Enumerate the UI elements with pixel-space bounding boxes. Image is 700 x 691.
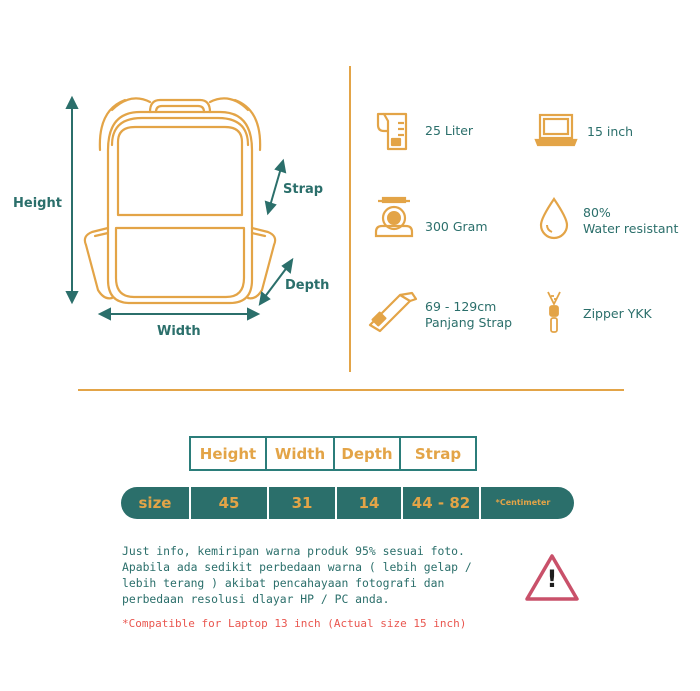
cell-separator xyxy=(479,487,481,519)
note-line: Just info, kemiripan warna produk 95% se… xyxy=(122,544,465,558)
scale-icon xyxy=(374,196,414,238)
horizontal-divider xyxy=(78,389,624,391)
vertical-divider xyxy=(349,66,351,372)
cell-separator xyxy=(401,487,403,519)
zipper-text: Zipper YKK xyxy=(583,306,652,321)
laptop-size-text: 15 inch xyxy=(587,124,634,139)
water-label: Water resistant xyxy=(583,221,679,236)
width-label: Width xyxy=(157,324,201,339)
note-line: lebih terang ) akibat pencahayaan fotogr… xyxy=(122,576,445,590)
color-disclaimer: Just info, kemiripan warna produk 95% se… xyxy=(122,543,522,607)
height-label: Height xyxy=(13,196,62,211)
capacity-text: 25 Liter xyxy=(425,123,474,138)
size-width-value: 31 xyxy=(291,494,313,512)
size-row-label: size xyxy=(138,494,172,512)
note-line: perbedaan resolusi dlayar HP / PC anda. xyxy=(122,592,390,606)
unit-note: *Centimeter xyxy=(495,498,551,507)
strap-length-text: 69 - 129cm Panjang Strap xyxy=(425,299,512,331)
strap-icon xyxy=(368,291,418,333)
warning-icon xyxy=(525,554,579,601)
zipper-icon xyxy=(547,291,561,333)
warning-mark: ! xyxy=(546,565,558,593)
backpack-illustration xyxy=(83,97,277,305)
strap-label: Strap xyxy=(283,182,324,197)
water-percent: 80% xyxy=(583,205,611,220)
size-depth-value: 14 xyxy=(358,494,380,512)
compatibility-note: *Compatible for Laptop 13 inch (Actual s… xyxy=(122,617,467,630)
cell-separator xyxy=(267,487,269,519)
header-width: Width xyxy=(265,436,335,471)
header-strap: Strap xyxy=(399,436,477,471)
strap-length-value: 69 - 129cm xyxy=(425,299,497,314)
size-height-value: 45 xyxy=(218,494,240,512)
note-line: Apabila ada sedikit perbedaan warna ( le… xyxy=(122,560,472,574)
strap-length-label: Panjang Strap xyxy=(425,315,513,330)
weight-text: 300 Gram xyxy=(425,219,488,234)
cell-separator xyxy=(335,487,337,519)
depth-label: Depth xyxy=(285,278,330,293)
water-drop-icon xyxy=(539,197,569,240)
measuring-jug-icon xyxy=(376,112,408,151)
header-depth: Depth xyxy=(333,436,401,471)
size-strap-value: 44 - 82 xyxy=(411,494,471,512)
size-row: size 45 31 14 44 - 82 *Centimeter xyxy=(121,487,574,519)
water-resistant-text: 80% Water resistant xyxy=(583,205,678,237)
cell-separator xyxy=(189,487,191,519)
size-table-header: Height Width Depth Strap xyxy=(189,436,477,471)
dimension-arrows xyxy=(65,95,294,321)
laptop-icon xyxy=(534,113,578,147)
header-height: Height xyxy=(189,436,267,471)
